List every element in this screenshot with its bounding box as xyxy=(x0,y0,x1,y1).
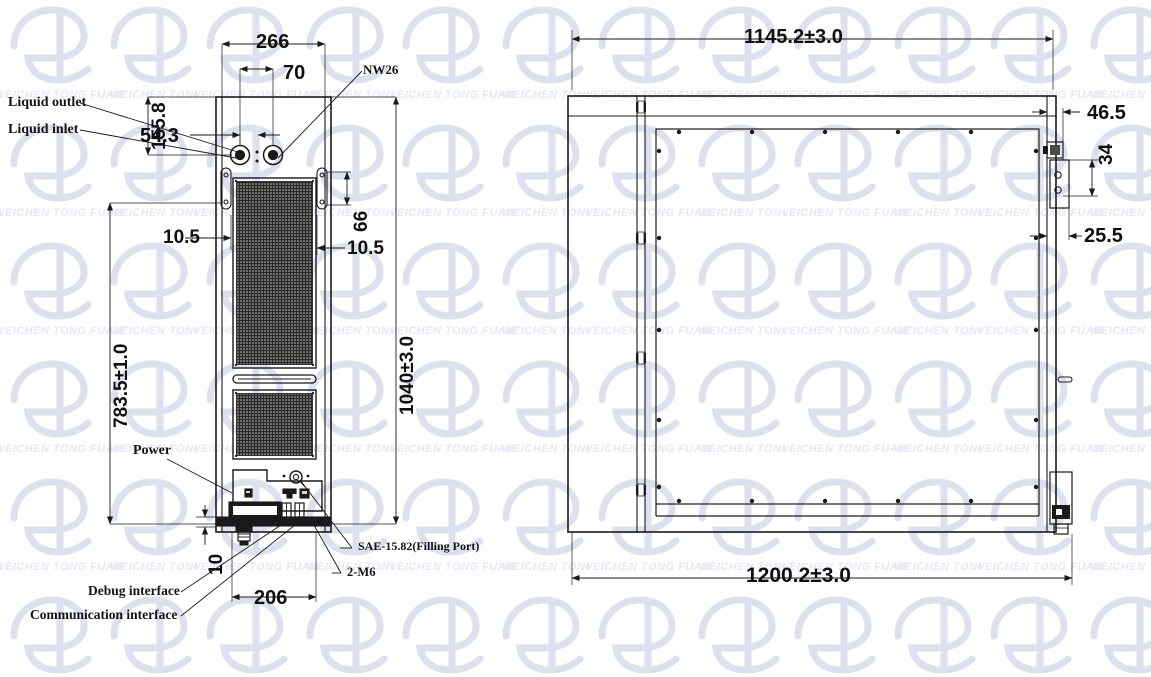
dim-offset-46-5: 46.5 xyxy=(1087,102,1126,124)
dim-offset-25-5: 25.5 xyxy=(1084,225,1123,247)
sae-filling-port-fitting xyxy=(235,525,253,546)
dim-width-266: 266 xyxy=(256,31,290,53)
label-liquid-inlet: Liquid inlet xyxy=(8,122,79,137)
dim-spacing-34: 34 xyxy=(1096,143,1117,165)
dim-height-1040: 1040±3.0 xyxy=(397,335,418,415)
fastener-dots xyxy=(656,129,1039,504)
liquid-ports xyxy=(229,144,284,166)
label-2-m6: 2-M6 xyxy=(347,565,376,579)
label-debug-interface: Debug interface xyxy=(88,583,180,598)
dim-length-1145-2: 1145.2±3.0 xyxy=(744,26,843,48)
dim-gap-left-10-5: 10.5 xyxy=(163,227,200,248)
label-sae-filling-port: SAE-15.82(Filling Port) xyxy=(358,539,480,553)
dim-height-783-5: 783.5±1.0 xyxy=(111,343,132,428)
label-liquid-outlet: Liquid outlet xyxy=(8,95,87,110)
dim-gap-right-10-5: 10.5 xyxy=(347,238,384,259)
dim-height-155-8: 155.8 xyxy=(149,102,170,150)
dim-base-206: 206 xyxy=(254,587,288,609)
dim-length-1200-2: 1200.2±3.0 xyxy=(746,564,851,587)
label-communication-interface: Communication interface xyxy=(30,607,178,622)
dim-spacing-70: 70 xyxy=(283,62,306,84)
side-view-geometry xyxy=(567,30,1098,585)
dim-foot-10: 10 xyxy=(206,553,227,575)
front-view-geometry xyxy=(79,40,400,617)
bottom-connectors xyxy=(281,502,305,518)
label-power: Power xyxy=(133,443,172,458)
label-nw26: NW26 xyxy=(363,62,399,77)
dim-bracket-66: 66 xyxy=(351,210,372,232)
